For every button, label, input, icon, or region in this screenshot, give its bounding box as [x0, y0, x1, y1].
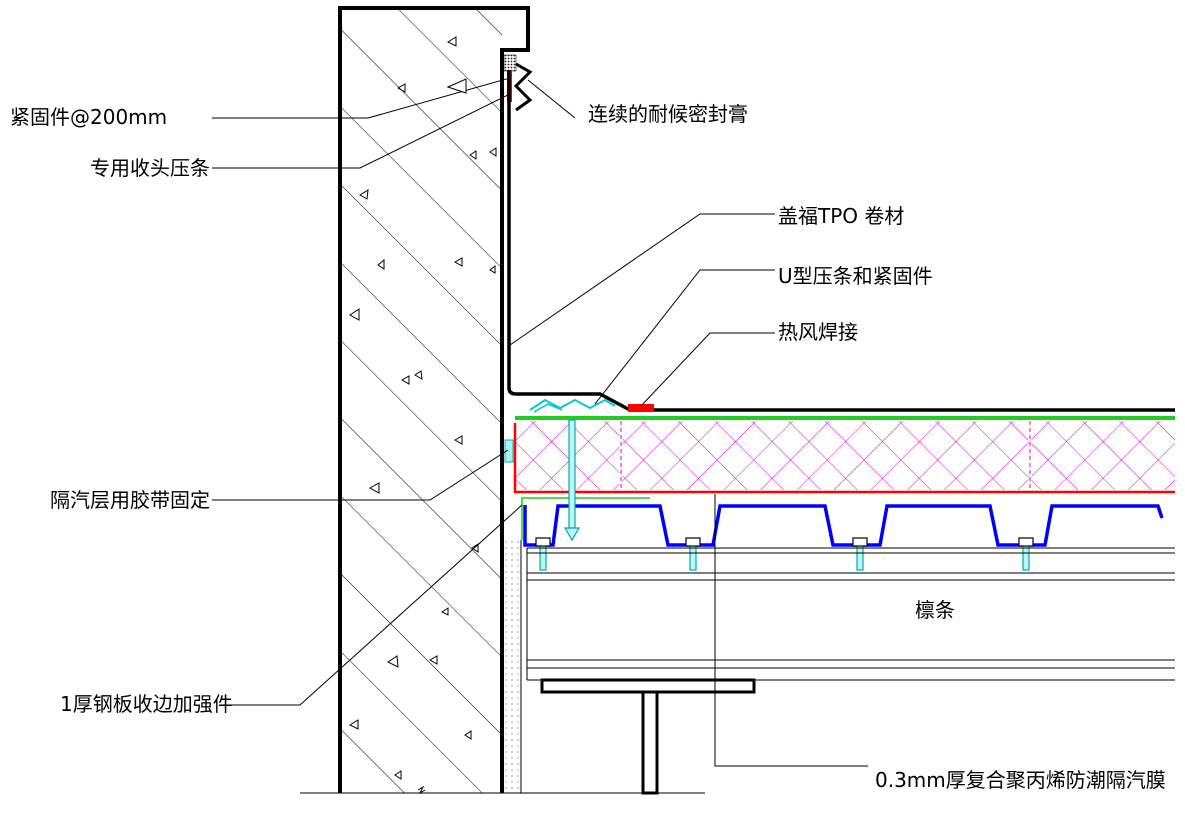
label-tpo: 盖福TPO 卷材 — [778, 204, 904, 228]
label-vapor-tape: 隔汽层用胶带固定 — [50, 488, 210, 512]
u-bar — [529, 398, 616, 411]
support-beam — [540, 678, 756, 694]
concrete-wall — [338, 6, 530, 793]
leader-lines — [212, 77, 868, 767]
purlin — [526, 547, 1175, 681]
label-vapor-membrane: 0.3mm厚复合聚丙烯防潮隔汽膜 — [875, 768, 1166, 792]
vapor-tape — [504, 439, 514, 463]
label-purlin: 檩条 — [915, 598, 955, 622]
vapor-barrier — [513, 423, 1175, 494]
insulation-boards — [516, 421, 1175, 490]
label-steel-edge: 1厚钢板收边加强件 — [60, 692, 233, 716]
label-u-bar: U型压条和紧固件 — [778, 264, 933, 288]
wall-gap-fill — [505, 540, 521, 793]
hot-air-weld — [628, 404, 654, 412]
tpo-membrane — [507, 70, 1175, 412]
support-post — [641, 690, 659, 795]
label-termination-bar: 专用收头压条 — [90, 156, 210, 180]
fasteners — [539, 419, 1030, 571]
steel-edge-piece — [521, 497, 650, 540]
aggregate-marks — [348, 36, 497, 780]
label-sealant: 连续的耐候密封膏 — [588, 102, 748, 126]
label-hot-air: 热风焊接 — [778, 320, 858, 344]
break-symbol — [417, 785, 426, 795]
label-fastener: 紧固件@200mm — [10, 105, 167, 129]
metal-deck — [523, 504, 1164, 547]
